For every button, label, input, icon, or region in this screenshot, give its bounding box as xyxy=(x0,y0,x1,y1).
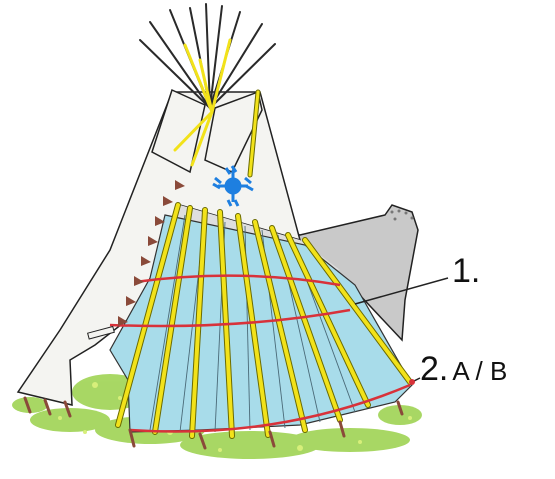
callout-2-suffix: A / B xyxy=(452,356,507,386)
callout-1: 1. xyxy=(452,254,480,288)
callout-2-number: 2. xyxy=(420,350,448,388)
callout-2: 2.A / B xyxy=(420,352,507,386)
leader-2-dot xyxy=(409,379,415,385)
callout-1-number: 1. xyxy=(452,252,480,290)
